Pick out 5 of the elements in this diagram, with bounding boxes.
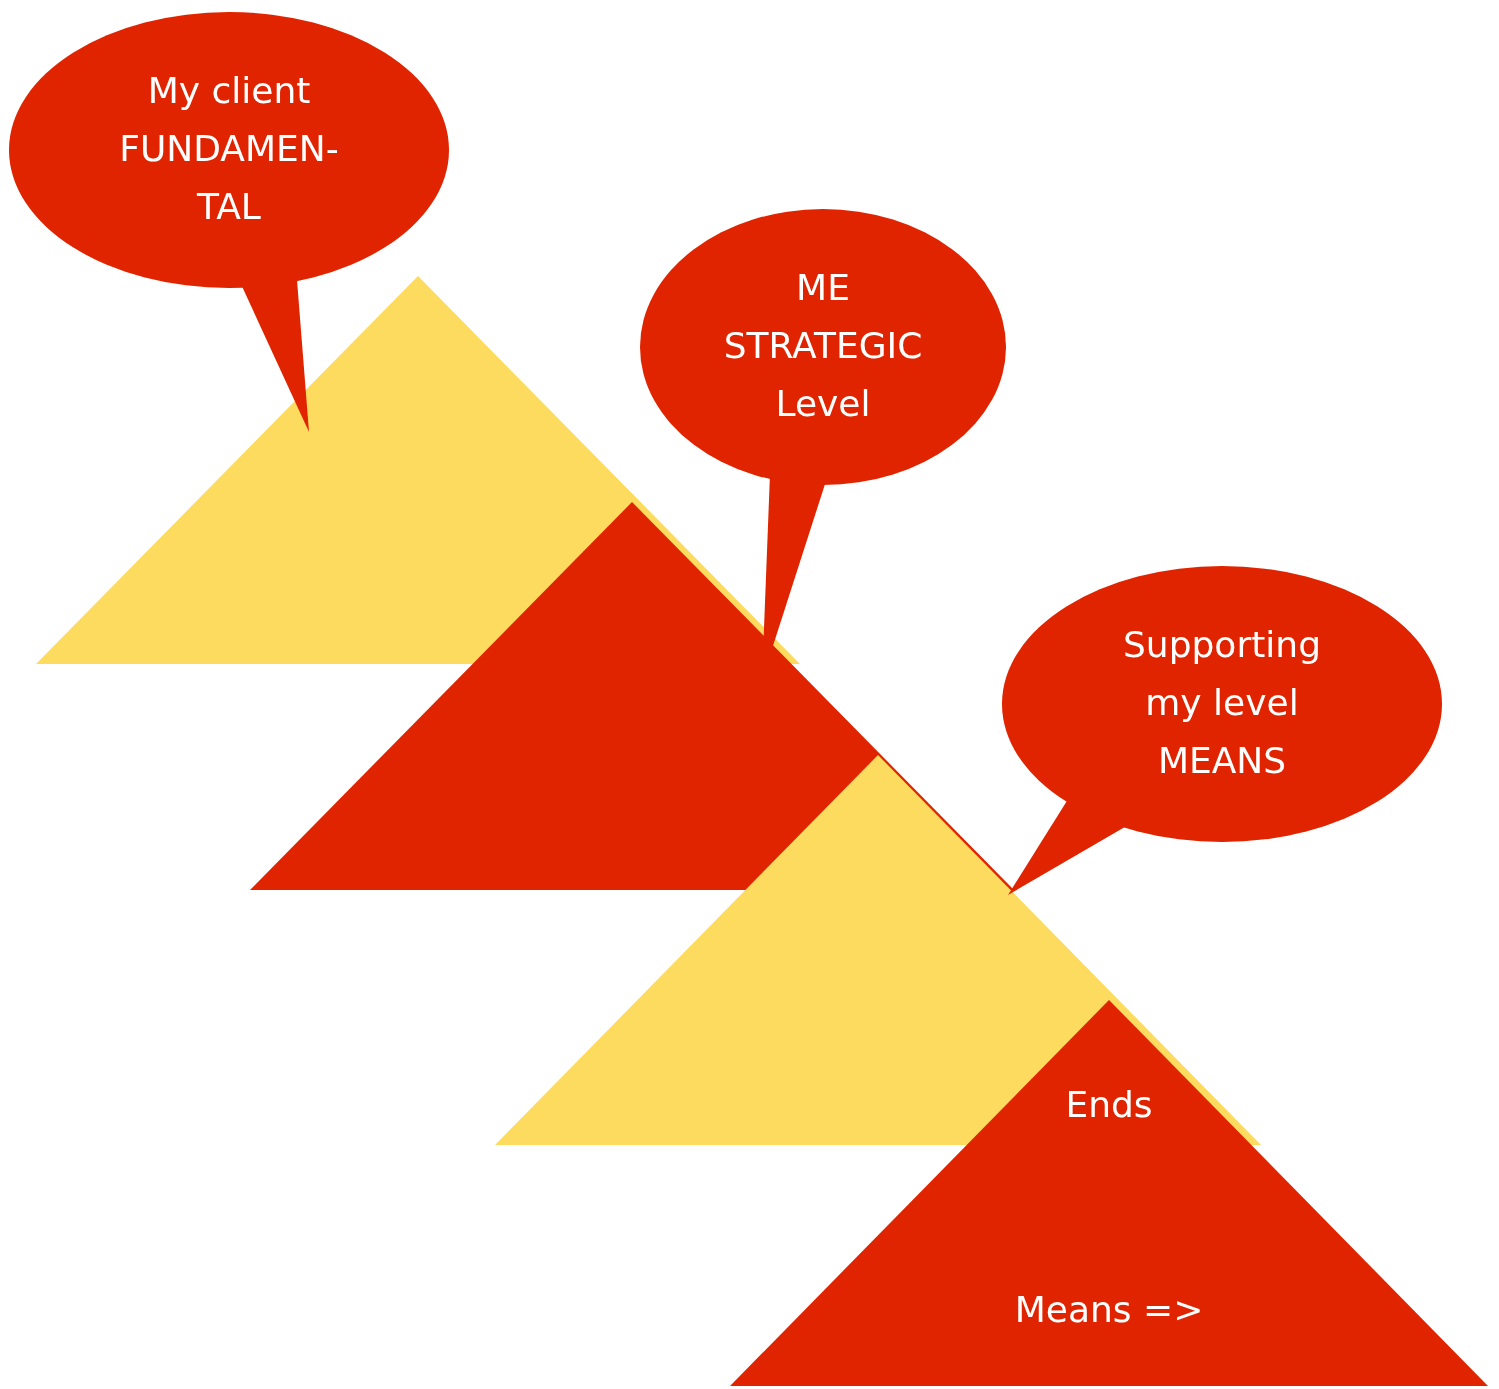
triangle-label: Means => — [1013, 1288, 1205, 1332]
bubble-text: My client FUNDAMEN- TAL — [118, 69, 340, 229]
bubble-text: ME STRATEGIC Level — [722, 266, 924, 426]
bubble-text: Supporting my level MEANS — [1122, 623, 1322, 783]
triangle-label: Ends — [1064, 1083, 1154, 1127]
